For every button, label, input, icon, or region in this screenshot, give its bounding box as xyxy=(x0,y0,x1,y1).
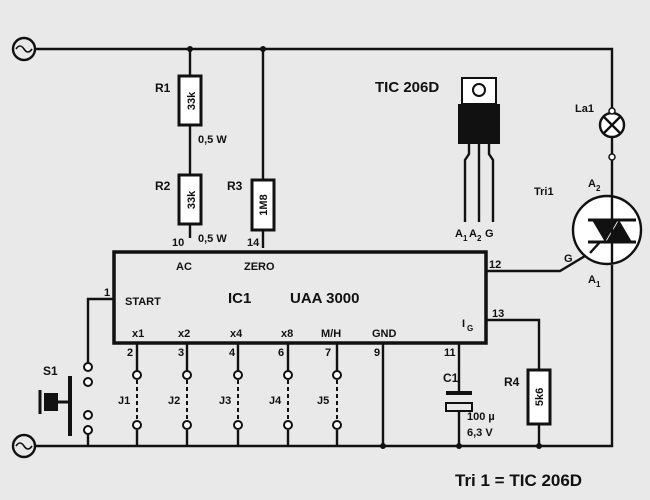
pin-zero-label: ZERO xyxy=(244,261,275,273)
package-pin-a2-sub: 2 xyxy=(477,234,482,243)
pin-4-number: 4 xyxy=(229,347,236,359)
c1-label: C1 xyxy=(443,371,459,385)
ic1-body xyxy=(112,250,488,345)
jumper-j1-label: J1 xyxy=(118,395,130,407)
resistor-r2 xyxy=(177,173,203,226)
jumper-j2-label: J2 xyxy=(168,395,180,407)
triac-a2-label: A xyxy=(588,178,596,190)
r2-label: R2 xyxy=(155,179,171,193)
r1-value: 33k xyxy=(186,91,198,110)
r2-power: 0,5 W xyxy=(198,233,227,245)
r3-label: R3 xyxy=(227,179,243,193)
jumper-j5-label: J5 xyxy=(317,395,329,407)
triac-a1-sub: 1 xyxy=(596,280,601,289)
pin-start-label: START xyxy=(125,296,161,308)
junction-dot xyxy=(380,443,386,449)
to220-package-icon xyxy=(458,77,500,222)
triac-a2-sub: 2 xyxy=(596,184,601,193)
gate-wire xyxy=(486,251,591,273)
pin-9-number: 9 xyxy=(374,347,380,359)
r4-top-wire xyxy=(486,318,541,370)
r4-label: R4 xyxy=(504,375,520,389)
start-pin-wire xyxy=(86,297,114,342)
jumper-group xyxy=(132,343,342,446)
pin-x4-label: x4 xyxy=(230,328,243,340)
capacitor-c1-plate xyxy=(446,391,472,395)
resistor-r3 xyxy=(250,178,276,232)
pin-3-number: 3 xyxy=(178,347,184,359)
r1-power: 0,5 W xyxy=(198,134,227,146)
pin-x2-label: x2 xyxy=(178,328,190,340)
switch-s1-label: S1 xyxy=(43,364,58,378)
pin-14-number: 14 xyxy=(247,237,260,249)
junction-dot xyxy=(536,443,542,449)
pin-10-number: 10 xyxy=(172,237,184,249)
pin-11-number: 11 xyxy=(444,347,456,359)
lamp-la1-label: La1 xyxy=(575,103,594,115)
footer-note: Tri 1 = TIC 206D xyxy=(455,471,582,490)
package-pin-g: G xyxy=(485,228,494,240)
pin-12-number: 12 xyxy=(489,259,501,271)
ac-source-bottom xyxy=(11,433,37,459)
ic1-part: UAA 3000 xyxy=(290,290,359,307)
capacitor-c1-plate xyxy=(445,402,473,412)
pin-mh-label: M/H xyxy=(321,328,341,340)
pin-1-number: 1 xyxy=(104,287,110,299)
pin-6-number: 6 xyxy=(278,347,284,359)
c1-value: 100 µ xyxy=(467,411,495,423)
package-title: TIC 206D xyxy=(375,79,439,96)
pin-ig-sub: G xyxy=(467,324,473,333)
r4-value: 5k6 xyxy=(534,388,546,406)
pin-2-number: 2 xyxy=(127,347,133,359)
triac-gate-label: G xyxy=(564,253,573,265)
jumper-j3-label: J3 xyxy=(219,395,231,407)
top-rail-wire xyxy=(35,47,614,112)
pin-ig-label: I xyxy=(462,318,465,330)
pin-ac-label: AC xyxy=(176,261,192,273)
package-pin-a2: A xyxy=(469,228,477,240)
junction-dot xyxy=(456,443,462,449)
r3-value: 1M8 xyxy=(258,194,270,215)
pin-gnd-label: GND xyxy=(372,328,397,340)
pin-x8-label: x8 xyxy=(281,328,293,340)
bottom-rail-wire xyxy=(35,265,614,448)
triac-label: Tri1 xyxy=(534,186,554,198)
r1-label: R1 xyxy=(155,81,171,95)
triac-tri1 xyxy=(571,194,643,266)
lamp-la1 xyxy=(598,107,626,196)
triac-a1-label: A xyxy=(588,274,596,286)
package-pin-a1: A xyxy=(455,228,463,240)
pin-13-number: 13 xyxy=(492,308,504,320)
switch-s1 xyxy=(38,342,93,446)
ic1-label: IC1 xyxy=(228,290,251,307)
r2-value: 33k xyxy=(186,190,198,209)
ac-source-top xyxy=(11,36,37,62)
pin-7-number: 7 xyxy=(325,347,331,359)
package-pin-a1-sub: 1 xyxy=(463,234,468,243)
resistor-r1 xyxy=(177,74,203,127)
jumper-j4-label: J4 xyxy=(269,395,282,407)
c1-voltage: 6,3 V xyxy=(467,427,493,439)
pin-x1-label: x1 xyxy=(132,328,144,340)
